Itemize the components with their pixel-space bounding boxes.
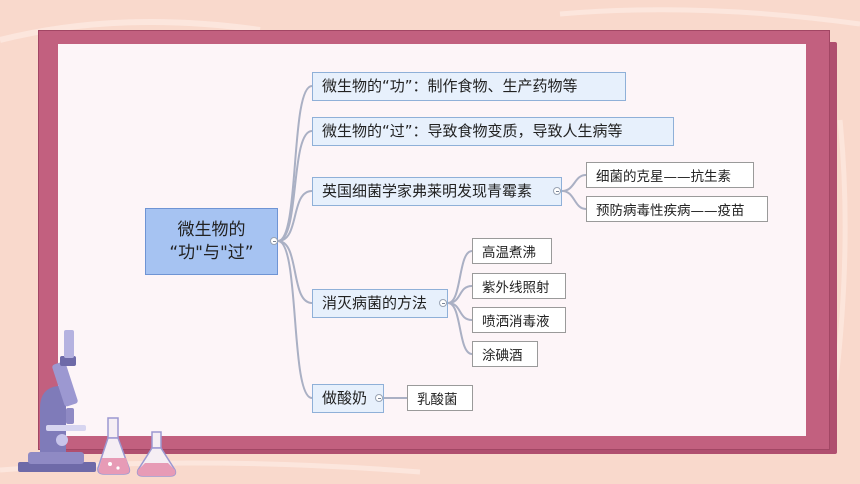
leaf-node-antibiotic[interactable]: 细菌的克星——抗生素 bbox=[586, 162, 754, 188]
leaf-label: 涂碘酒 bbox=[482, 348, 523, 364]
leaf-label: 乳酸菌 bbox=[417, 392, 458, 408]
link-b3-c2 bbox=[561, 190, 587, 210]
branch-node-1[interactable]: 微生物的“功”：制作食物、生产药物等 bbox=[312, 72, 626, 101]
leaf-label: 预防病毒性疾病——疫苗 bbox=[596, 203, 745, 219]
branch-node-3[interactable]: 英国细菌学家弗莱明发现青霉素 bbox=[312, 177, 562, 206]
link-root-b4 bbox=[277, 240, 313, 304]
link-root-b3 bbox=[277, 190, 313, 242]
collapse-toggle-branch-3[interactable] bbox=[553, 187, 561, 195]
root-node[interactable]: 微生物的 “功"与"过” bbox=[145, 208, 278, 275]
branch-label: 消灭病菌的方法 bbox=[322, 294, 428, 312]
flask-icon bbox=[97, 417, 131, 475]
leaf-label: 喷洒消毒液 bbox=[482, 314, 550, 330]
branch-node-5[interactable]: 做酸奶 bbox=[312, 384, 384, 413]
collapse-toggle-branch-5[interactable] bbox=[375, 394, 383, 402]
branch-node-4[interactable]: 消灭病菌的方法 bbox=[312, 289, 448, 318]
leaf-node-iodine[interactable]: 涂碘酒 bbox=[472, 341, 538, 367]
link-b4-c1 bbox=[447, 250, 473, 304]
link-root-b1 bbox=[277, 85, 313, 242]
collapse-toggle-root[interactable] bbox=[270, 237, 278, 245]
link-b4-c4 bbox=[447, 302, 473, 355]
root-line-1: 微生物的 bbox=[177, 219, 246, 240]
link-root-b2 bbox=[277, 130, 313, 242]
branch-label: 微生物的“功”：制作食物、生产药物等 bbox=[322, 77, 578, 95]
microscope-icon bbox=[18, 330, 96, 472]
leaf-label: 高温煮沸 bbox=[482, 245, 536, 261]
flask-icon bbox=[136, 431, 177, 477]
branch-label: 微生物的“过”：导致食物变质，导致人生病等 bbox=[322, 122, 623, 140]
link-root-b5 bbox=[277, 240, 313, 399]
leaf-label: 紫外线照射 bbox=[482, 280, 550, 296]
leaf-node-boiling[interactable]: 高温煮沸 bbox=[472, 238, 552, 264]
leaf-node-uv[interactable]: 紫外线照射 bbox=[472, 273, 566, 299]
branch-node-2[interactable]: 微生物的“过”：导致食物变质，导致人生病等 bbox=[312, 117, 674, 146]
root-line-2: “功"与"过” bbox=[169, 242, 254, 263]
branch-label: 英国细菌学家弗莱明发现青霉素 bbox=[322, 182, 533, 200]
branch-label: 做酸奶 bbox=[322, 389, 368, 407]
leaf-node-disinfectant[interactable]: 喷洒消毒液 bbox=[472, 307, 566, 333]
leaf-node-vaccine[interactable]: 预防病毒性疾病——疫苗 bbox=[586, 196, 768, 222]
collapse-toggle-branch-4[interactable] bbox=[439, 299, 447, 307]
leaf-node-lactobacillus[interactable]: 乳酸菌 bbox=[407, 385, 473, 411]
leaf-label: 细菌的克星——抗生素 bbox=[596, 169, 731, 185]
